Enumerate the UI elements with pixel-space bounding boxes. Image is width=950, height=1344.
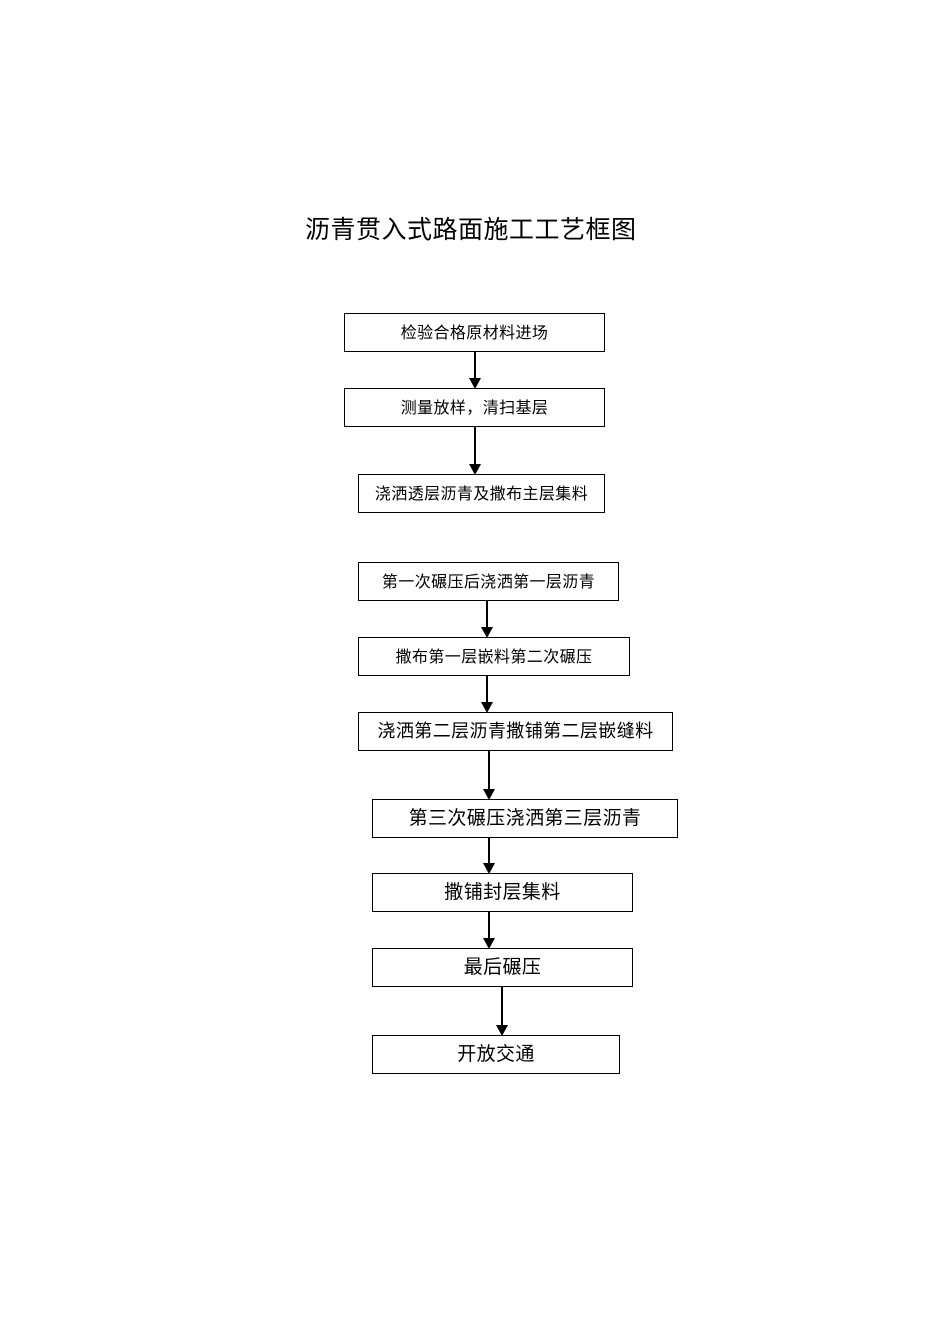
flow-arrow-n6-to-n7 xyxy=(479,751,499,800)
arrow-head-icon xyxy=(469,378,481,389)
flow-node-label: 开放交通 xyxy=(457,1043,535,1065)
arrow-head-icon xyxy=(483,938,495,949)
flow-node-label: 检验合格原材料进场 xyxy=(400,322,549,342)
flow-node-n10[interactable]: 开放交通 xyxy=(372,1035,620,1074)
arrow-head-icon xyxy=(469,464,481,475)
flow-node-label: 撒布第一层嵌料第二次碾压 xyxy=(395,646,593,666)
arrow-shaft xyxy=(488,751,490,790)
arrow-head-icon xyxy=(481,627,493,638)
flow-arrow-n8-to-n9 xyxy=(479,912,499,949)
arrow-shaft xyxy=(488,838,490,864)
flow-node-label: 第三次碾压浇洒第三层沥青 xyxy=(408,807,642,829)
arrow-head-icon xyxy=(496,1025,508,1036)
flow-node-n9[interactable]: 最后碾压 xyxy=(372,948,633,987)
arrow-shaft xyxy=(501,987,503,1026)
flow-node-n7[interactable]: 第三次碾压浇洒第三层沥青 xyxy=(372,799,678,838)
flow-arrow-n4-to-n5 xyxy=(477,601,497,638)
arrow-head-icon xyxy=(481,702,493,713)
flow-node-label: 最后碾压 xyxy=(463,956,542,978)
arrow-shaft xyxy=(488,912,490,939)
flow-arrow-n9-to-n10 xyxy=(492,987,512,1036)
flow-node-n1[interactable]: 检验合格原材料进场 xyxy=(344,313,605,352)
flow-node-n8[interactable]: 撒铺封层集料 xyxy=(372,873,633,912)
arrow-head-icon xyxy=(483,863,495,874)
flow-node-n5[interactable]: 撒布第一层嵌料第二次碾压 xyxy=(358,637,630,676)
flow-node-n6[interactable]: 浇洒第二层沥青撒铺第二层嵌缝料 xyxy=(358,712,673,751)
flow-arrow-n2-to-n3 xyxy=(465,427,485,475)
flow-node-n2[interactable]: 测量放样，清扫基层 xyxy=(344,388,605,427)
flow-node-label: 第一次碾压后浇洒第一层沥青 xyxy=(381,571,596,591)
flow-arrow-n1-to-n2 xyxy=(465,352,485,389)
arrow-shaft xyxy=(486,676,488,703)
arrow-shaft xyxy=(474,352,476,379)
flow-node-label: 浇洒第二层沥青撒铺第二层嵌缝料 xyxy=(377,720,654,742)
arrow-shaft xyxy=(486,601,488,628)
flow-arrow-n5-to-n6 xyxy=(477,676,497,713)
flow-node-label: 测量放样，清扫基层 xyxy=(400,397,549,417)
arrow-head-icon xyxy=(483,789,495,800)
flow-node-label: 浇洒透层沥青及撒布主层集料 xyxy=(374,483,589,503)
arrow-shaft xyxy=(474,427,476,465)
flow-node-n3[interactable]: 浇洒透层沥青及撒布主层集料 xyxy=(358,474,605,513)
flow-arrow-n7-to-n8 xyxy=(479,838,499,874)
flow-node-label: 撒铺封层集料 xyxy=(444,881,561,903)
page-title: 沥青贯入式路面施工工艺框图 xyxy=(305,215,637,244)
flow-node-n4[interactable]: 第一次碾压后浇洒第一层沥青 xyxy=(358,562,619,601)
